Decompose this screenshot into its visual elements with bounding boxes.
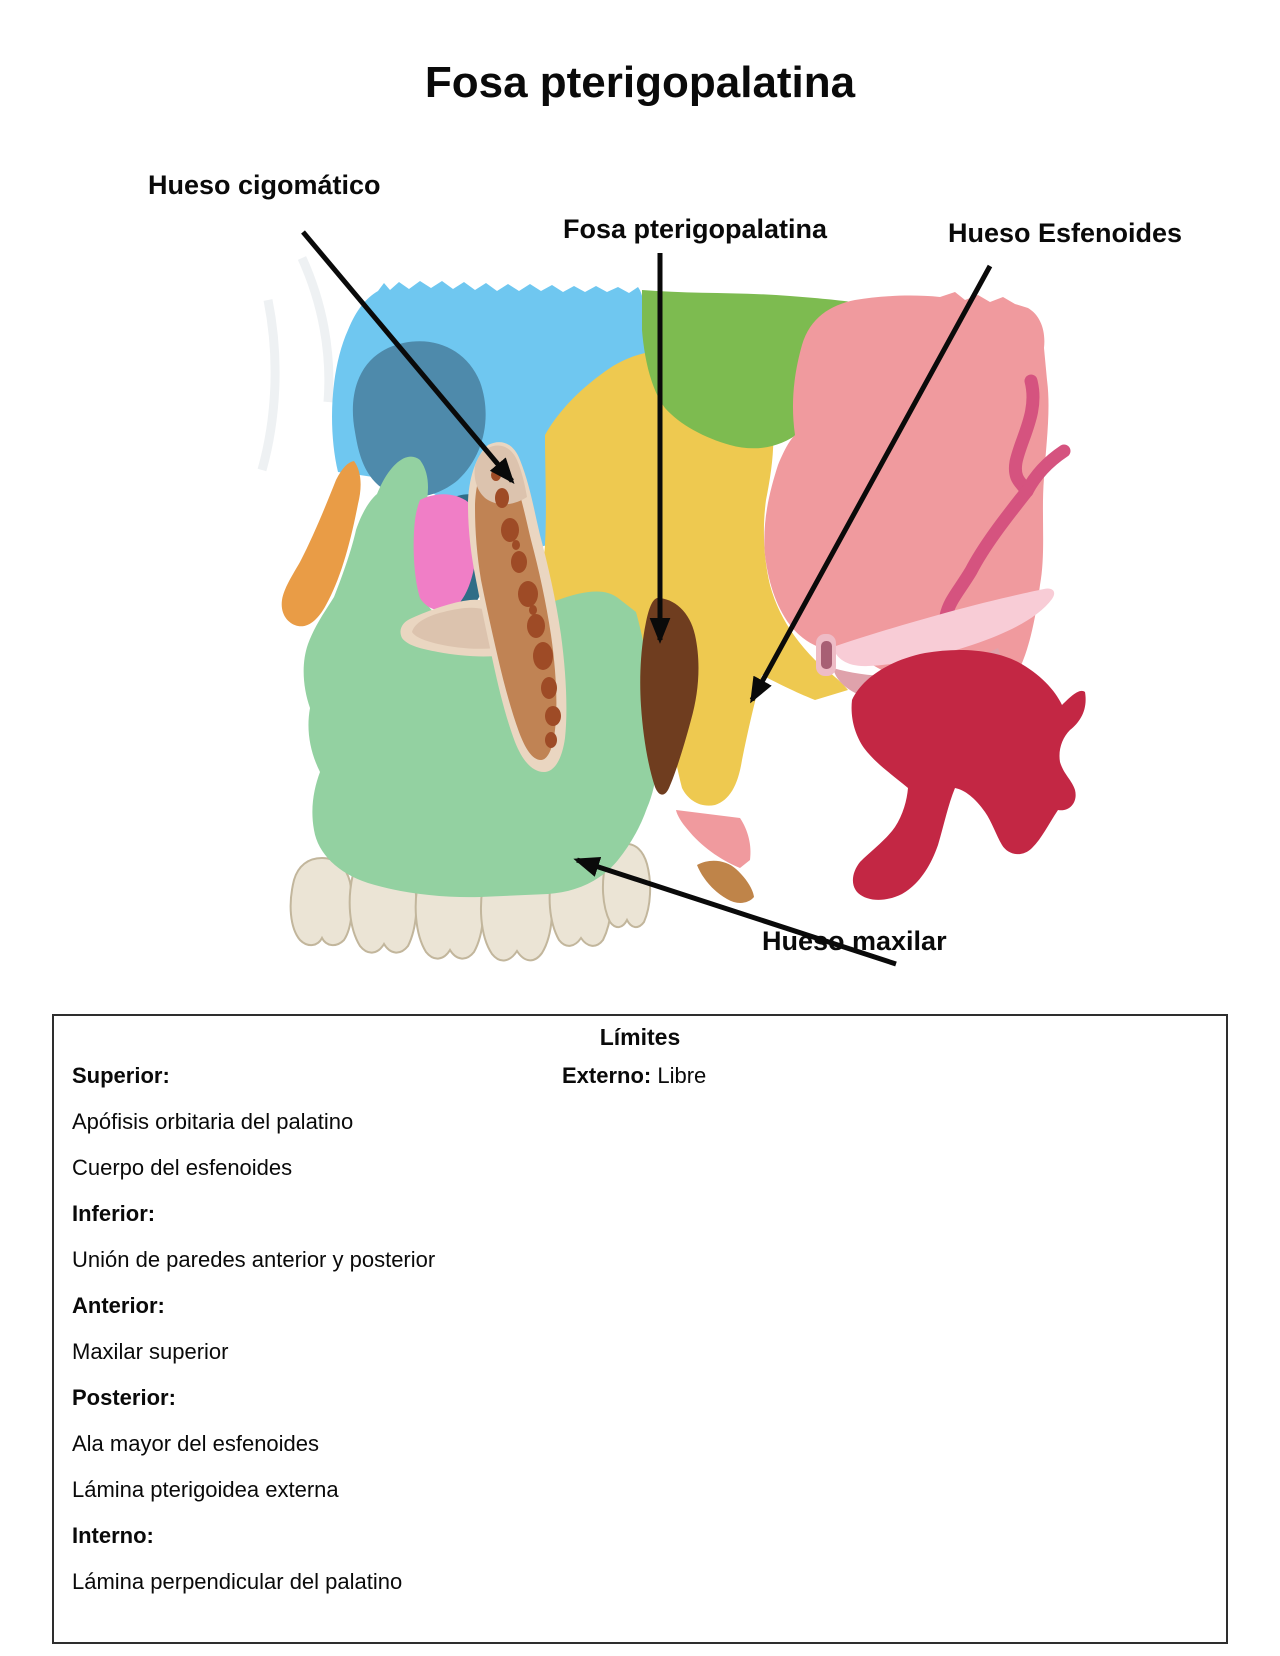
limits-row: Apófisis orbitaria del palatino [72, 1109, 354, 1134]
label-hueso-maxilar: Hueso maxilar [762, 926, 947, 956]
region-lacrimal-magenta [413, 494, 476, 611]
callout-arrows [301, 230, 993, 967]
label-fosa-pterigopalatina: Fosa pterigopalatina [563, 214, 828, 244]
limits-right-column: Externo: Libre [562, 1062, 982, 1108]
limits-externo-label: Externo: [562, 1063, 652, 1088]
arrow-esfenoides [749, 264, 993, 704]
region-orbit-teal [352, 341, 486, 498]
ear-canal-opening [821, 641, 832, 669]
zygomatic-bone [400, 442, 567, 772]
limits-row: Interno: [72, 1523, 154, 1548]
region-hamulus-tan [697, 860, 754, 903]
region-maxilla-green [303, 456, 658, 898]
faint-wisp [257, 299, 280, 472]
limits-row: Posterior: [72, 1385, 176, 1410]
limits-row-externo: Externo: Libre [562, 1062, 982, 1090]
limits-row: Ala mayor del esfenoides [72, 1431, 320, 1456]
limits-row: Superior: [72, 1063, 170, 1088]
limits-box: Límites Superior: Apófisis orbitaria del… [52, 1014, 1228, 1644]
limits-row: Lámina perpendicular del palatino [72, 1569, 403, 1594]
faint-wisp [297, 256, 334, 403]
limits-row: Cuerpo del esfenoides [72, 1155, 293, 1180]
zygoma-trabeculae [491, 469, 561, 748]
vessel-grooves [939, 374, 1071, 623]
limits-left-column: Superior: Apófisis orbitaria del palatin… [72, 1062, 542, 1614]
limits-row: Inferior: [72, 1201, 156, 1226]
arrow-maxilar [573, 856, 897, 967]
zygoma-body-inner [475, 455, 557, 760]
tooth [289, 856, 353, 946]
region-pink-wedge [676, 810, 751, 868]
limits-row: Lámina pterigoidea externa [72, 1477, 339, 1502]
region-fossa-brown [640, 598, 699, 795]
arrow-cigomatico [301, 230, 515, 484]
limits-row: Unión de paredes anterior y posterior [72, 1247, 436, 1272]
region-nasal-orange [281, 461, 361, 627]
region-zygomatic-arch [833, 588, 1055, 667]
label-hueso-cigomatico: Hueso cigomático [148, 170, 381, 200]
limits-row: Anterior: [72, 1293, 165, 1318]
page-title: Fosa pterigopalatina [424, 58, 856, 107]
limits-row: Maxilar superior [72, 1339, 229, 1364]
region-temporal-salmon [764, 292, 1049, 699]
limits-externo-value: Libre [657, 1063, 707, 1088]
limits-heading: Límites [599, 1024, 681, 1050]
label-hueso-esfenoides: Hueso Esfenoides [948, 218, 1183, 248]
region-pterygoid-crimson [851, 650, 1086, 900]
